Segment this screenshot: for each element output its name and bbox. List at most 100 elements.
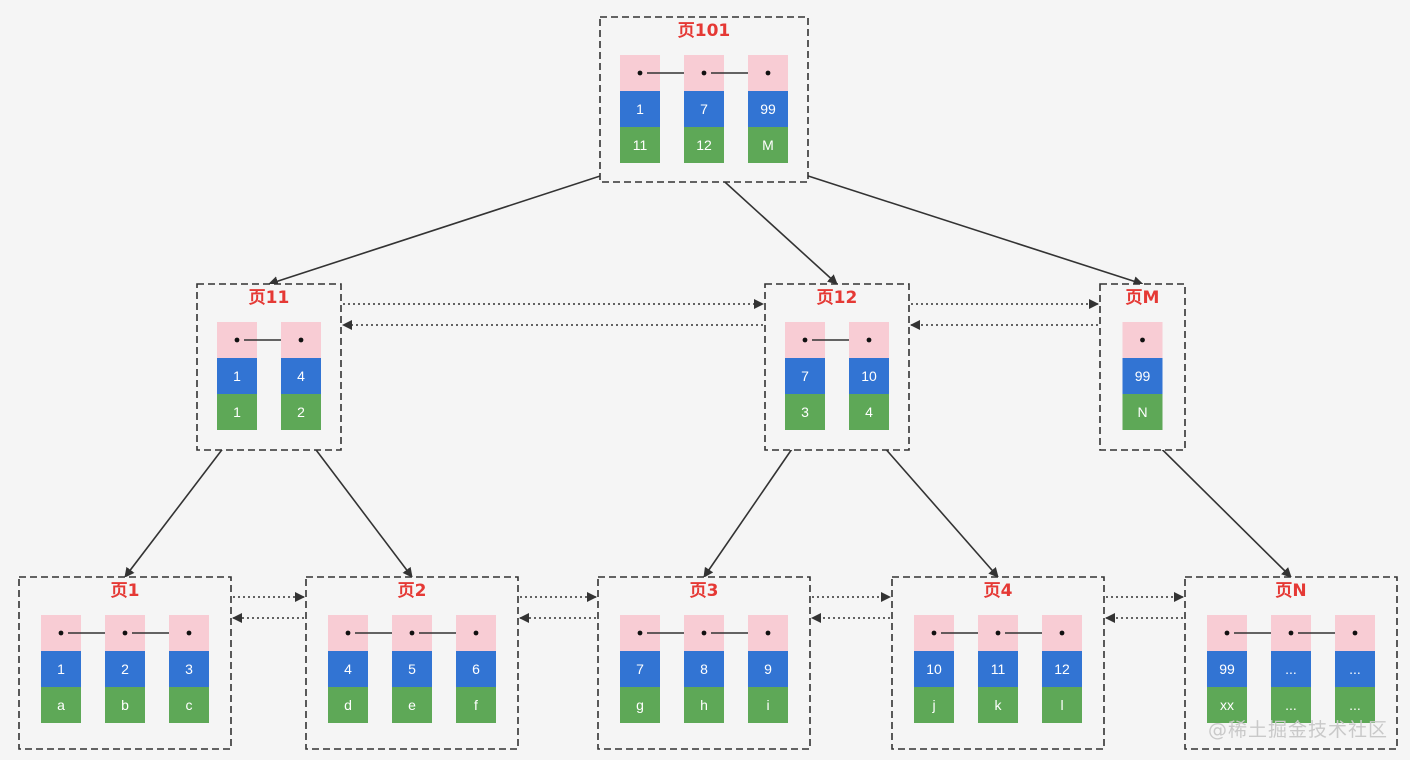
- value-label: ...: [1349, 697, 1361, 713]
- record-entry: 8h: [684, 615, 761, 723]
- page-title: 页3: [690, 581, 719, 601]
- key-label: ...: [1285, 661, 1297, 677]
- key-cell: [1271, 651, 1311, 687]
- pointer-dot-icon: [345, 630, 351, 636]
- record-entry: 4d: [328, 615, 405, 723]
- key-label: 10: [861, 368, 877, 384]
- record-entry: 10 4: [849, 322, 889, 430]
- record-entry: 3c: [169, 615, 209, 723]
- pointer-dot-icon: [765, 70, 771, 76]
- value-label: 4: [865, 404, 873, 420]
- child-link-p12-p4: [868, 429, 999, 578]
- value-cell: [281, 394, 321, 430]
- key-cell: [684, 91, 724, 127]
- key-cell: [748, 651, 788, 687]
- key-label: 6: [472, 661, 480, 677]
- key-cell: [1122, 358, 1163, 394]
- sibling-link-layer: [232, 299, 1184, 623]
- record-entry: 5e: [392, 615, 469, 723]
- record-entry: 99N: [1122, 322, 1163, 430]
- record-entry: 2b: [105, 615, 182, 723]
- value-label: c: [186, 697, 193, 713]
- child-link-pM-pN: [1141, 429, 1292, 578]
- key-cell: [785, 358, 825, 394]
- value-label: g: [636, 697, 644, 713]
- key-label: 11: [991, 661, 1006, 677]
- key-label: 5: [408, 661, 416, 677]
- key-label: 9: [764, 661, 772, 677]
- page-title: 页101: [678, 21, 731, 41]
- value-label: N: [1137, 404, 1147, 420]
- record-entry: 42: [281, 322, 321, 430]
- pointer-dot-icon: [866, 337, 872, 343]
- key-cell: [620, 651, 660, 687]
- child-link-p101-p12: [703, 162, 838, 285]
- value-cell: [849, 394, 889, 430]
- key-label: 7: [636, 661, 644, 677]
- page-title: 页12: [817, 288, 858, 308]
- record-entry: 1a: [41, 615, 118, 723]
- child-link-layer: [124, 162, 1292, 578]
- record-entry: 9i: [748, 615, 788, 723]
- pointer-dot-icon: [637, 70, 643, 76]
- pointer-dot-icon: [1059, 630, 1065, 636]
- value-cell: [456, 687, 496, 723]
- value-label: d: [344, 697, 352, 713]
- key-label: 7: [700, 101, 708, 117]
- value-cell: [620, 127, 660, 163]
- key-label: 10: [926, 661, 942, 677]
- value-cell: [1271, 687, 1311, 723]
- pointer-dot-icon: [1140, 337, 1145, 343]
- child-link-p11-p2: [300, 429, 413, 578]
- pointer-dot-icon: [409, 630, 415, 636]
- value-cell: [785, 394, 825, 430]
- key-cell: [456, 651, 496, 687]
- key-cell: [392, 651, 432, 687]
- value-label: 12: [696, 137, 712, 153]
- key-label: 7: [801, 368, 809, 384]
- value-label: l: [1060, 697, 1063, 713]
- value-cell: [217, 394, 257, 430]
- key-label: 1: [636, 101, 644, 117]
- value-cell: [1207, 687, 1247, 723]
- key-label: 99: [760, 101, 776, 117]
- child-link-p11-p1: [124, 429, 238, 578]
- pointer-dot-icon: [802, 337, 808, 343]
- record-entry: 10j: [914, 615, 991, 723]
- key-label: 2: [121, 661, 129, 677]
- pointer-dot-icon: [122, 630, 128, 636]
- key-label: 99: [1135, 368, 1151, 384]
- pointer-dot-icon: [1352, 630, 1358, 636]
- pointer-dot-icon: [931, 630, 937, 636]
- page-title: 页4: [984, 581, 1013, 601]
- value-cell: [684, 687, 724, 723]
- value-cell: [1122, 394, 1163, 430]
- record-entry: ......: [1335, 615, 1375, 723]
- key-label: 1: [57, 661, 65, 677]
- key-cell: [1335, 651, 1375, 687]
- value-cell: [1042, 687, 1082, 723]
- key-cell: [978, 651, 1018, 687]
- key-cell: [748, 91, 788, 127]
- value-label: k: [995, 697, 1003, 713]
- pointer-dot-icon: [995, 630, 1001, 636]
- pointer-dot-icon: [58, 630, 64, 636]
- value-cell: [914, 687, 954, 723]
- watermark: @稀土掘金技术社区: [1207, 719, 1388, 741]
- key-label: 12: [1054, 661, 1070, 677]
- pointer-dot-icon: [186, 630, 192, 636]
- key-cell: [281, 358, 321, 394]
- value-cell: [392, 687, 432, 723]
- value-cell: [1335, 687, 1375, 723]
- pointer-dot-icon: [701, 70, 707, 76]
- page-title: 页2: [398, 581, 427, 601]
- key-label: 99: [1219, 661, 1235, 677]
- value-cell: [328, 687, 368, 723]
- key-label: 1: [233, 368, 241, 384]
- record-entry: 12 l: [1042, 615, 1082, 723]
